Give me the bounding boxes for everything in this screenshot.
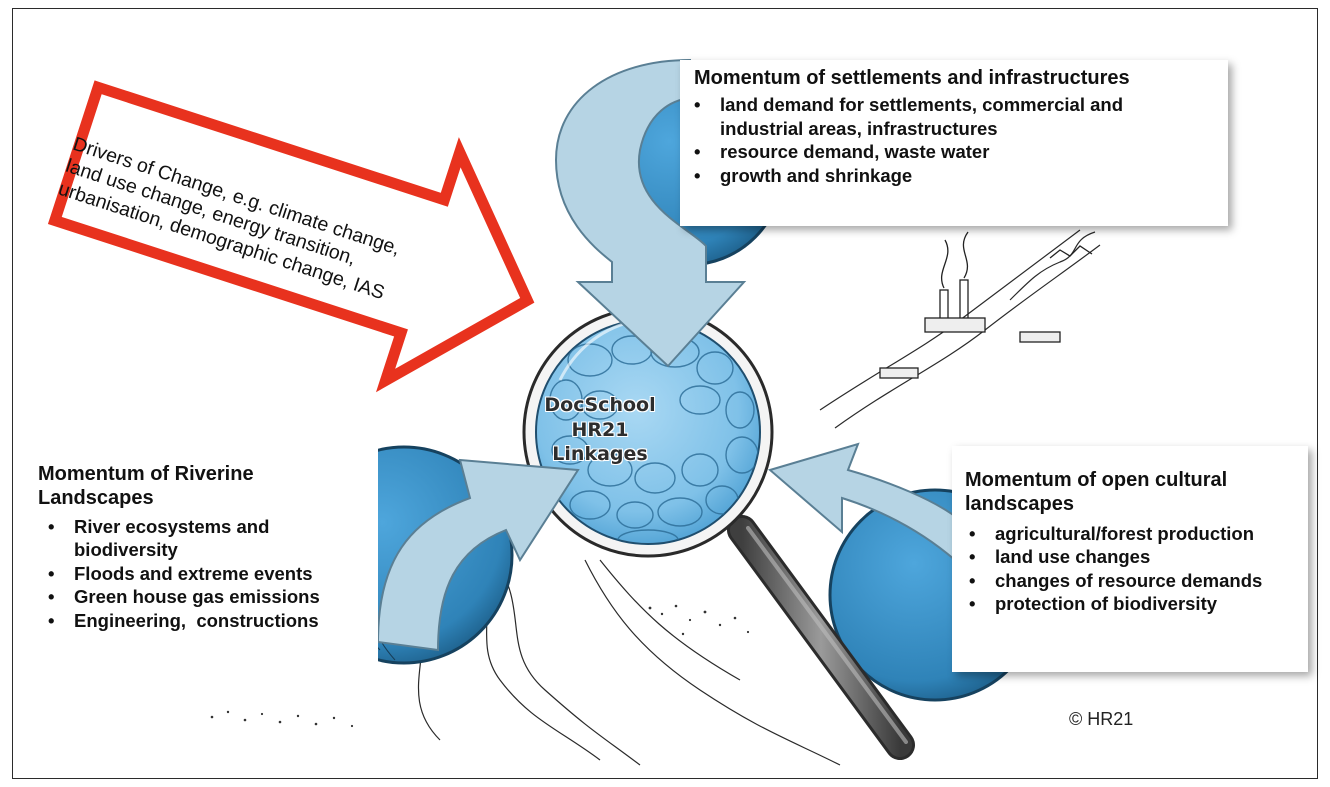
list-item: protection of biodiversity bbox=[995, 592, 1308, 615]
list-item: Engineering, constructions bbox=[74, 609, 378, 632]
list-item: resource demand, waste water bbox=[720, 140, 1228, 163]
settlements-title: Momentum of settlements and infrastructu… bbox=[694, 66, 1228, 90]
center-label-line1: DocSchool HR21 bbox=[520, 393, 680, 442]
list-item: land use changes bbox=[995, 545, 1308, 568]
list-item: land demand for settlements, commercial … bbox=[720, 93, 1190, 140]
center-label: DocSchool HR21 Linkages bbox=[520, 393, 680, 467]
settlements-list: land demand for settlements, commercial … bbox=[694, 93, 1228, 187]
list-item: agricultural/forest production bbox=[995, 522, 1308, 545]
list-item: Floods and extreme events bbox=[74, 562, 378, 585]
copyright-notice: © HR21 bbox=[1069, 709, 1133, 730]
cultural-list: agricultural/forest production land use … bbox=[965, 522, 1308, 616]
list-item: River ecosystems and biodiversity bbox=[74, 515, 304, 562]
list-item: Green house gas emissions bbox=[74, 585, 378, 608]
settlements-box: Momentum of settlements and infrastructu… bbox=[680, 60, 1228, 226]
riverine-title: Momentum of Riverine Landscapes bbox=[38, 462, 338, 511]
riverine-list: River ecosystems and biodiversity Floods… bbox=[38, 515, 378, 632]
list-item: growth and shrinkage bbox=[720, 164, 1228, 187]
riverine-box: Momentum of Riverine Landscapes River ec… bbox=[24, 436, 378, 704]
cultural-title: Momentum of open cultural landscapes bbox=[965, 468, 1295, 517]
center-label-line2: Linkages bbox=[520, 442, 680, 467]
cultural-box: Momentum of open cultural landscapes agr… bbox=[952, 446, 1308, 672]
list-item: changes of resource demands bbox=[995, 569, 1308, 592]
factory-sketch bbox=[880, 232, 1092, 378]
